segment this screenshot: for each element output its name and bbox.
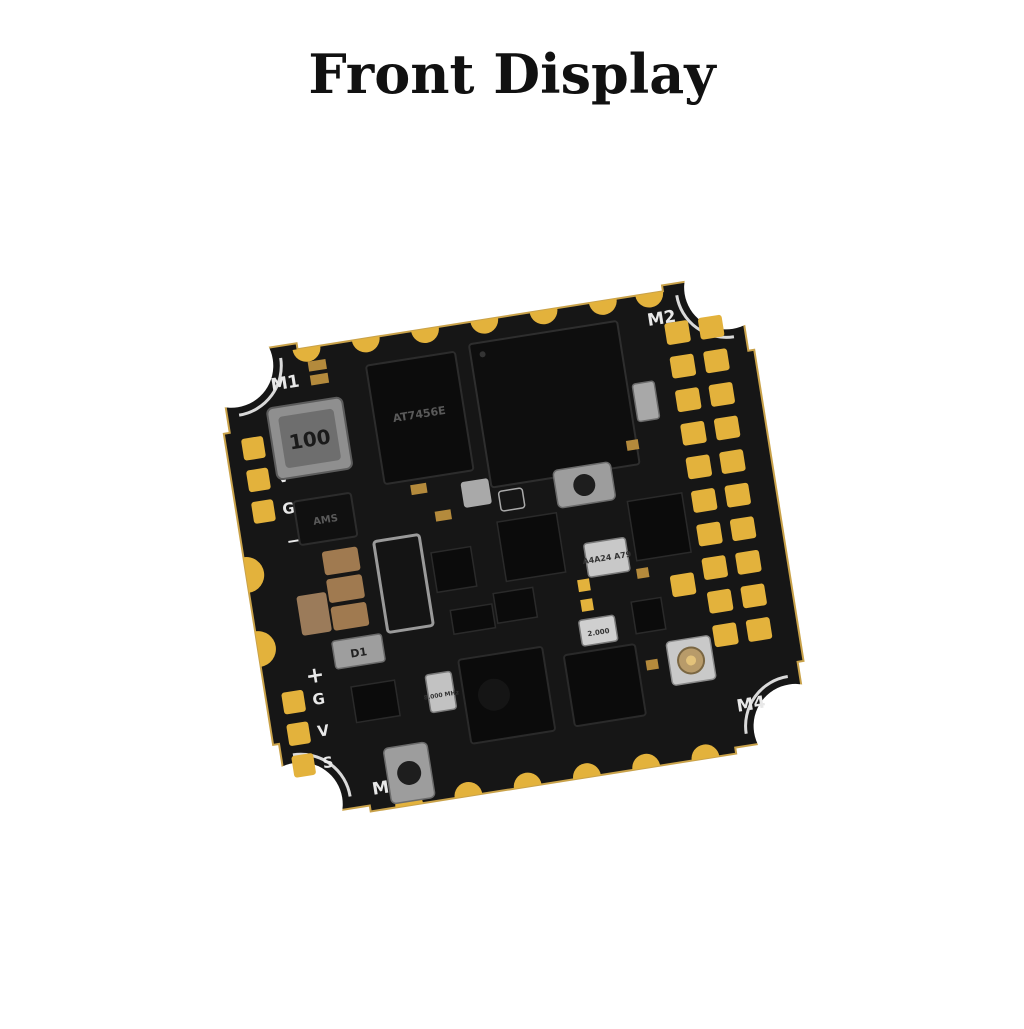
mosfet [372, 533, 435, 634]
crystal-left: 8.000 MHz [423, 670, 460, 714]
pin-label: + [304, 662, 326, 690]
boot-button[interactable] [552, 461, 616, 509]
mount-hole-tr [675, 245, 769, 339]
crystal-small: 2.000 [578, 614, 619, 647]
left-edge-pads [243, 557, 276, 667]
crystal [631, 380, 661, 423]
ceramic-capacitors [296, 546, 370, 636]
regulator-chip: AMS [292, 492, 359, 546]
pin-label: G [281, 499, 296, 519]
motor-label-m4: M4 [735, 692, 767, 716]
small-capacitor-group-right [460, 439, 659, 671]
left-pin-pads [241, 436, 316, 778]
esc-chip [563, 643, 647, 728]
gyro-chip [457, 646, 556, 745]
small-ics [350, 492, 692, 724]
crystal-marking: 2.000 [587, 627, 610, 638]
reset-button[interactable] [383, 741, 436, 805]
regulator-marking: AMS [312, 513, 338, 528]
pin-label: S [321, 753, 334, 772]
pin-label: V [316, 721, 331, 741]
diode: D1 [331, 633, 386, 670]
antenna-connector[interactable] [665, 635, 717, 686]
osd-chip: AT7456E [365, 351, 475, 485]
mcu-chip [468, 320, 641, 489]
page-title: Front Display [308, 42, 716, 106]
mount-hole-tl [189, 323, 283, 417]
inductor: 100 [266, 396, 353, 481]
diode-marking: D1 [349, 645, 368, 660]
motor-label-m2: M2 [646, 307, 678, 331]
baro-sensor: A4A24 A79 [582, 536, 632, 578]
pin-label: G [311, 689, 326, 709]
top-edge-pads [292, 291, 664, 362]
motor-label-m1: M1 [269, 371, 301, 395]
left-pin-labels: S V G — + G V S [271, 436, 335, 773]
mount-hole-br [744, 675, 838, 768]
mount-hole-bl [258, 752, 352, 847]
right-pad-grid [664, 314, 773, 648]
